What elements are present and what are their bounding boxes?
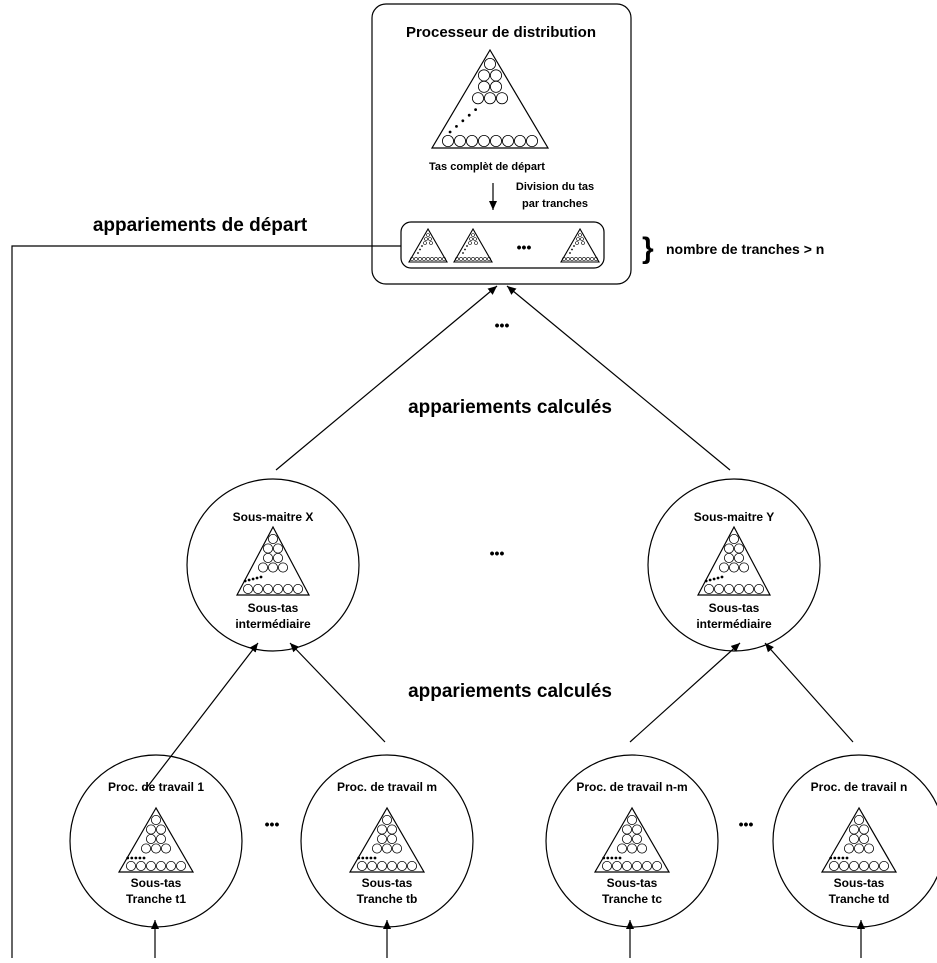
workers-left-ellipsis: ••• [265,816,280,832]
full-heap-triangle-icon [430,48,550,149]
submaster-x-label-line2: intermédiaire [235,617,311,631]
slice-2-triangle-icon [453,227,493,263]
initial-pairings-label: appariements de départ [93,215,308,236]
full-heap-label: Tas complèt de départ [429,161,545,173]
submaster-x-heap-icon [236,525,310,596]
distribution-title: Processeur de distribution [406,24,596,41]
edge-submaster-x-to-distribution [275,285,498,471]
slice-1-triangle-icon [408,227,448,263]
worker-1-heap-icon [117,806,195,873]
slice-3-triangle-icon [560,227,600,263]
worker-n-m-label-line2: Tranche tc [602,892,662,906]
distribution-processor: Processeur de distribution Tas complèt d… [371,3,632,285]
workers-right-ellipsis: ••• [739,816,754,832]
submaster-x-label-line1: Sous-tas [248,601,299,615]
worker-m-title: Proc. de travail m [337,780,437,794]
slice-triangles [408,227,600,263]
division-label-line2: par tranches [522,198,588,210]
slices-brace: } [642,232,654,265]
worker-m-heap-icon [348,806,426,873]
submaster-y-heap-icon [697,525,771,596]
worker-n-label-line1: Sous-tas [834,876,885,890]
slices-box [400,221,605,269]
worker-n-m-label-line1: Sous-tas [607,876,658,890]
worker-n-m-heap-icon [593,806,671,873]
submaster-x-circle [186,478,360,652]
computed-pairings-upper-label: appariements calculés [408,397,612,418]
submaster-x-node: Sous-maitre X Sous-tas intermédiaire [186,478,360,652]
submaster-x-title: Sous-maitre X [233,510,314,524]
submasters-group: Sous-maitre XSous-tasintermédiaireSous-m… [186,478,821,652]
submaster-y-title: Sous-maitre Y [694,510,774,524]
edge-worker-n-m-to-submaster-y [629,642,741,743]
worker-m-label-line1: Sous-tas [362,876,413,890]
worker-1-label-line1: Sous-tas [131,876,182,890]
full-heap-triangle-icon [430,48,550,149]
edge-worker-n-to-submaster-y [764,642,854,743]
division-label-line1: Division du tas [516,181,594,193]
submaster-y-label-line1: Sous-tas [709,601,760,615]
worker-n-heap-icon [820,806,898,873]
worker-1-label-line2: Tranche t1 [126,892,186,906]
edge-worker-1-to-submaster-x [144,642,259,791]
submaster-y-label-line2: intermédiaire [696,617,772,631]
edge-submaster-y-to-distribution [506,285,731,471]
upper-ellipsis: ••• [495,317,510,333]
initial-pairings-line [11,245,401,958]
worker-n-label-line2: Tranche td [829,892,890,906]
worker-1-title: Proc. de travail 1 [108,780,204,794]
slices-ellipsis: ••• [517,239,532,255]
worker-m-label-line2: Tranche tb [357,892,418,906]
slices-count-note: nombre de tranches > n [666,241,824,257]
distribution-box [371,3,632,285]
edge-worker-m-to-submaster-x [289,642,386,743]
computed-pairings-lower-label: appariements calculés [408,681,612,702]
worker-n-m-title: Proc. de travail n-m [576,780,687,794]
worker-n-title: Proc. de travail n [811,780,908,794]
submasters-ellipsis: ••• [490,545,505,561]
submaster-y-node: Sous-maitre Y Sous-tas intermédiaire [647,478,821,652]
